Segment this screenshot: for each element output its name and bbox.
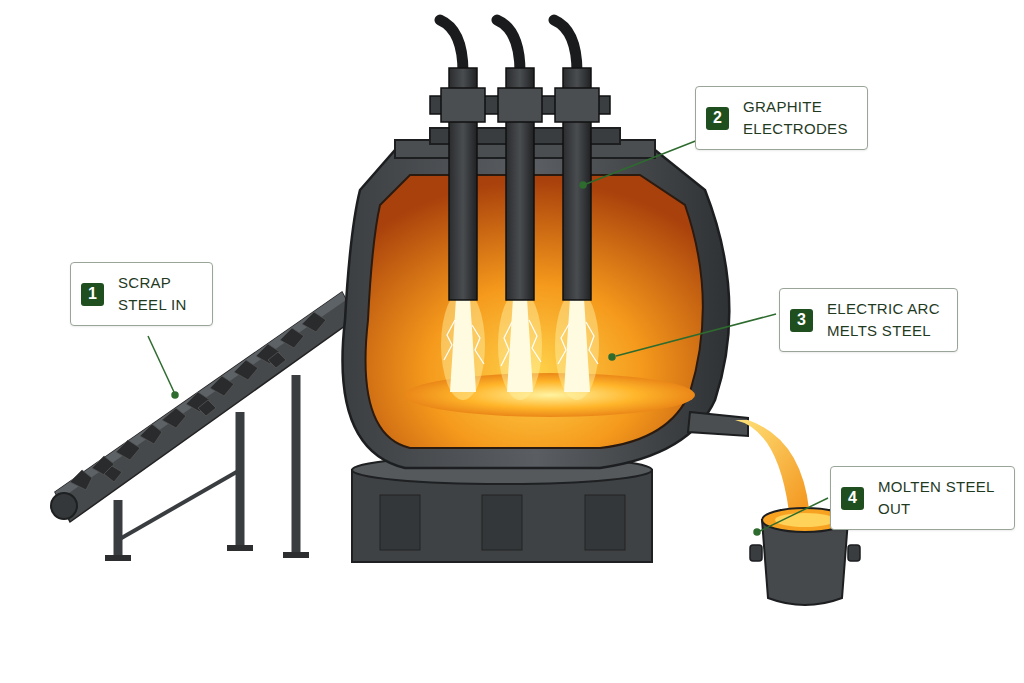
callout-number-badge: 1 xyxy=(81,283,104,306)
furnace-base xyxy=(352,456,652,562)
callout-label: SCRAP STEEL IN xyxy=(118,272,200,316)
callout-label: MOLTEN STEEL OUT xyxy=(878,476,1002,520)
furnace-shell xyxy=(343,128,730,468)
callout-box: GRAPHITE ELECTRODES 2 xyxy=(695,86,868,150)
leader-lines xyxy=(148,140,828,535)
callout-number: 2 xyxy=(713,110,722,126)
conveyor xyxy=(51,292,356,561)
callout-number: 4 xyxy=(848,490,857,506)
callout-number-badge: 2 xyxy=(706,107,729,130)
callout-label: GRAPHITE ELECTRODES xyxy=(743,96,855,140)
callout-number-badge: 3 xyxy=(790,309,813,332)
callout-number-badge: 4 xyxy=(841,487,864,510)
callout-box: ELECTRIC ARC MELTS STEEL 3 xyxy=(779,288,958,352)
electric-arc xyxy=(441,290,599,400)
callout-number: 3 xyxy=(797,312,806,328)
callout-label: ELECTRIC ARC MELTS STEEL xyxy=(827,298,945,342)
graphite-electrodes xyxy=(430,20,610,300)
callout-number: 1 xyxy=(88,286,97,302)
callout-box: SCRAP STEEL IN 1 xyxy=(70,262,213,326)
callout-box: MOLTEN STEEL OUT 4 xyxy=(830,466,1015,530)
